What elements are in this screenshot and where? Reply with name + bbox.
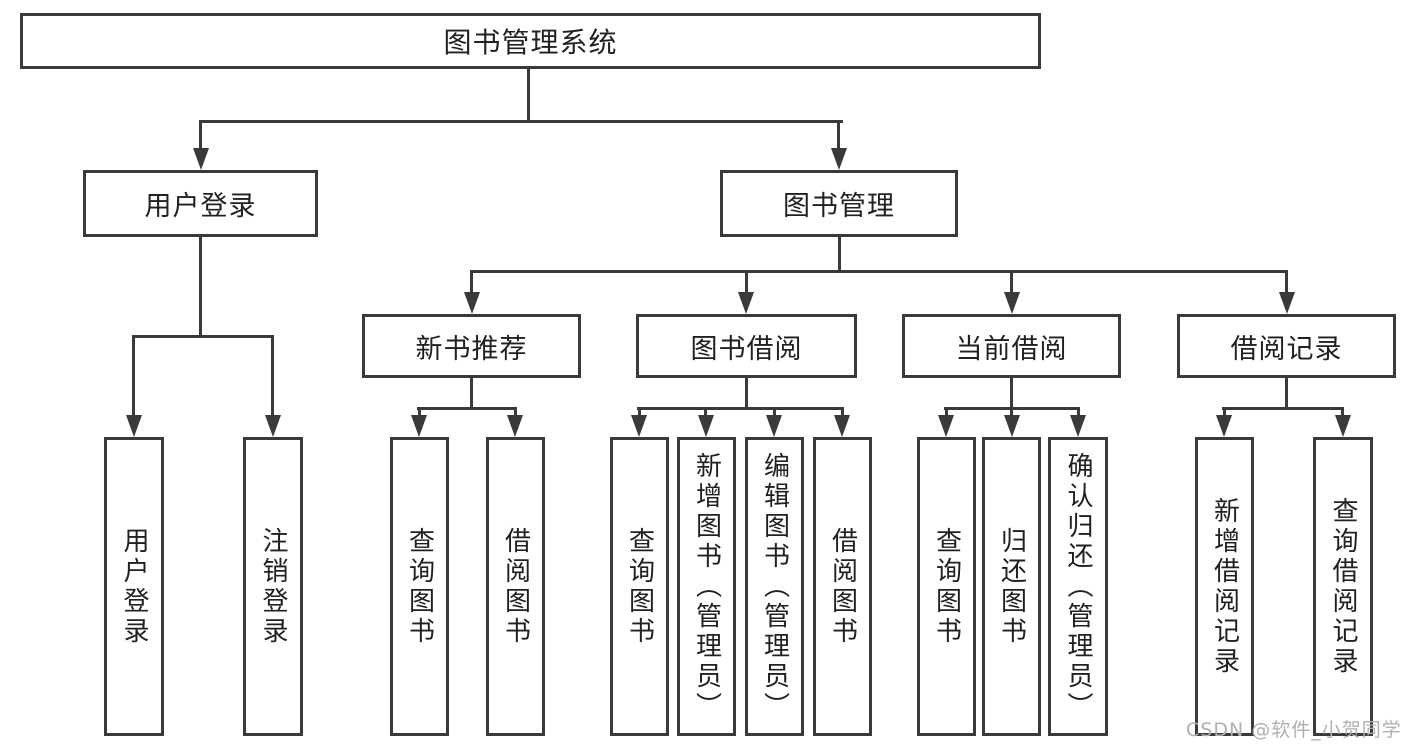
arrowhead-down-icon (1004, 415, 1020, 437)
connector-new-book-rec-bar (417, 407, 517, 410)
arrowhead-down-icon (738, 292, 754, 314)
arrowhead-down-icon (126, 415, 142, 437)
node-root-box: 图书管理系统 (20, 13, 1041, 69)
arrowhead-down-icon (464, 292, 480, 314)
connector-current-borrow-drop-3 (1077, 407, 1080, 419)
connector-book-borrow-drop-3 (773, 407, 776, 419)
arrowhead-down-icon (265, 415, 281, 437)
connector-book-mgmt-drop-3 (1010, 270, 1013, 296)
connector-book-mgmt-drop-1 (470, 270, 473, 296)
connector-new-book-rec-stub (470, 376, 473, 409)
connector-book-borrow-drop-4 (841, 407, 844, 419)
leaf-bb-borrow-book-box: 借阅图书 (813, 437, 872, 736)
connector-book-borrow-drop-1 (638, 407, 641, 419)
connector-borrow-records-bar (1222, 407, 1344, 410)
leaf-logout-box: 注销登录 (243, 437, 303, 736)
connector-root-bar (199, 120, 843, 123)
connector-user-login-bar (132, 335, 274, 338)
arrowhead-down-icon (834, 415, 850, 437)
node-book-mgmt-box: 图书管理 (720, 170, 958, 237)
connector-borrow-records-drop-2 (1341, 407, 1344, 419)
node-user-login-box: 用户登录 (83, 170, 318, 237)
connector-new-book-rec-drop-1 (418, 407, 421, 419)
arrowhead-down-icon (1335, 415, 1351, 437)
arrowhead-down-icon (1216, 415, 1232, 437)
arrowhead-down-icon (507, 415, 523, 437)
leaf-nbr-query-book-box: 查询图书 (390, 437, 449, 736)
arrowhead-down-icon (1279, 292, 1295, 314)
connector-book-mgmt-stub (838, 236, 841, 272)
leaf-bb-add-book-box: 新增图书（管理员） (677, 437, 736, 736)
leaf-br-query-record-box: 查询借阅记录 (1313, 437, 1373, 736)
connector-book-mgmt-bar (470, 270, 1288, 273)
connector-book-borrow-stub (745, 376, 748, 409)
connector-root-drop-2 (837, 120, 840, 154)
leaf-bb-query-book-box: 查询图书 (610, 437, 669, 736)
connector-current-borrow-drop-1 (945, 407, 948, 419)
connector-book-mgmt-drop-4 (1285, 270, 1288, 296)
leaf-nbr-borrow-book-box: 借阅图书 (486, 437, 545, 736)
node-borrow-records-box: 借阅记录 (1177, 314, 1396, 378)
leaf-bb-edit-book-box: 编辑图书（管理员） (745, 437, 804, 736)
leaf-user-login-box: 用户登录 (104, 437, 164, 736)
node-book-borrow-box: 图书借阅 (636, 314, 857, 378)
arrowhead-down-icon (698, 415, 714, 437)
node-current-borrow-box: 当前借阅 (902, 314, 1121, 378)
node-new-book-rec-box: 新书推荐 (362, 314, 581, 378)
connector-current-borrow-stub (1010, 376, 1013, 409)
connector-new-book-rec-drop-2 (514, 407, 517, 419)
connector-user-login-stub (199, 236, 202, 337)
arrowhead-down-icon (831, 148, 847, 170)
connector-user-login-drop-1 (132, 335, 135, 419)
leaf-cb-return-book-box: 归还图书 (982, 437, 1041, 736)
arrowhead-down-icon (766, 415, 782, 437)
csdn-watermark: CSDN @软件_小贺同学 (1186, 719, 1402, 741)
arrowhead-down-icon (938, 415, 954, 437)
connector-user-login-drop-2 (271, 335, 274, 419)
connector-current-borrow-drop-2 (1010, 407, 1013, 419)
arrowhead-down-icon (1004, 292, 1020, 314)
arrowhead-down-icon (1070, 415, 1086, 437)
leaf-cb-query-book-box: 查询图书 (917, 437, 976, 736)
connector-book-borrow-bar (637, 407, 844, 410)
connector-borrow-records-stub (1285, 376, 1288, 409)
connector-root-stub (527, 68, 530, 122)
connector-root-drop-1 (199, 120, 202, 154)
connector-book-mgmt-drop-2 (745, 270, 748, 296)
leaf-br-add-record-box: 新增借阅记录 (1195, 437, 1254, 736)
leaf-cb-confirm-return-box: 确认归还（管理员） (1048, 437, 1108, 736)
connector-book-borrow-drop-2 (704, 407, 707, 419)
arrowhead-down-icon (411, 415, 427, 437)
connector-borrow-records-drop-1 (1223, 407, 1226, 419)
arrowhead-down-icon (631, 415, 647, 437)
arrowhead-down-icon (193, 148, 209, 170)
